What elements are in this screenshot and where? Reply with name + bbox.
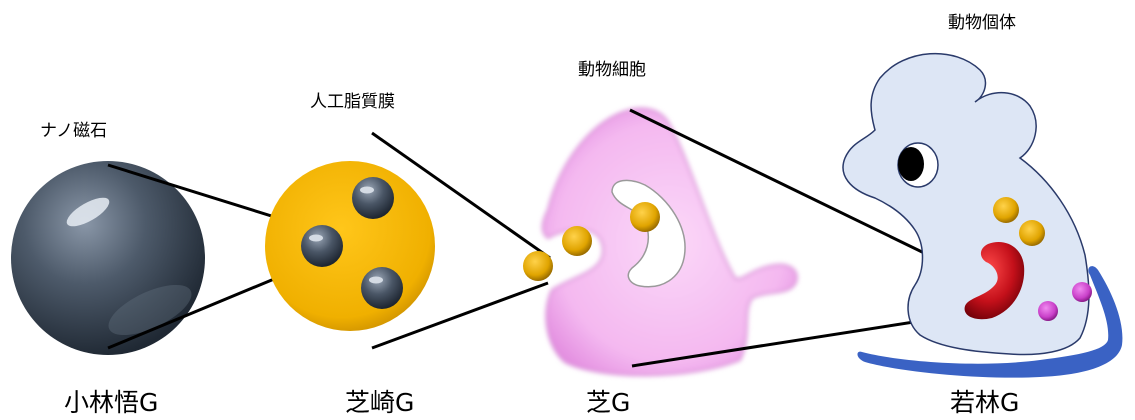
- mouse-animal: [843, 54, 1122, 378]
- label-artificial-lipid-membrane: 人工脂質膜: [310, 87, 395, 112]
- animal-cell: [523, 109, 797, 376]
- group-label-4: 若林G: [950, 383, 1019, 419]
- small-magnet: [361, 267, 403, 309]
- lipid-membrane-vesicle: [265, 161, 435, 331]
- group-label-2: 芝崎G: [345, 383, 414, 419]
- nano-magnet: [11, 161, 205, 355]
- label-animal-individual: 動物個体: [948, 8, 1016, 33]
- group-label-3: 芝G: [586, 383, 630, 419]
- label-nano-magnet: ナノ磁石: [40, 116, 107, 141]
- group-label-1: 小林悟G: [64, 383, 158, 419]
- small-magnet: [352, 177, 394, 219]
- small-magnet: [301, 225, 343, 267]
- label-animal-cell: 動物細胞: [578, 55, 646, 80]
